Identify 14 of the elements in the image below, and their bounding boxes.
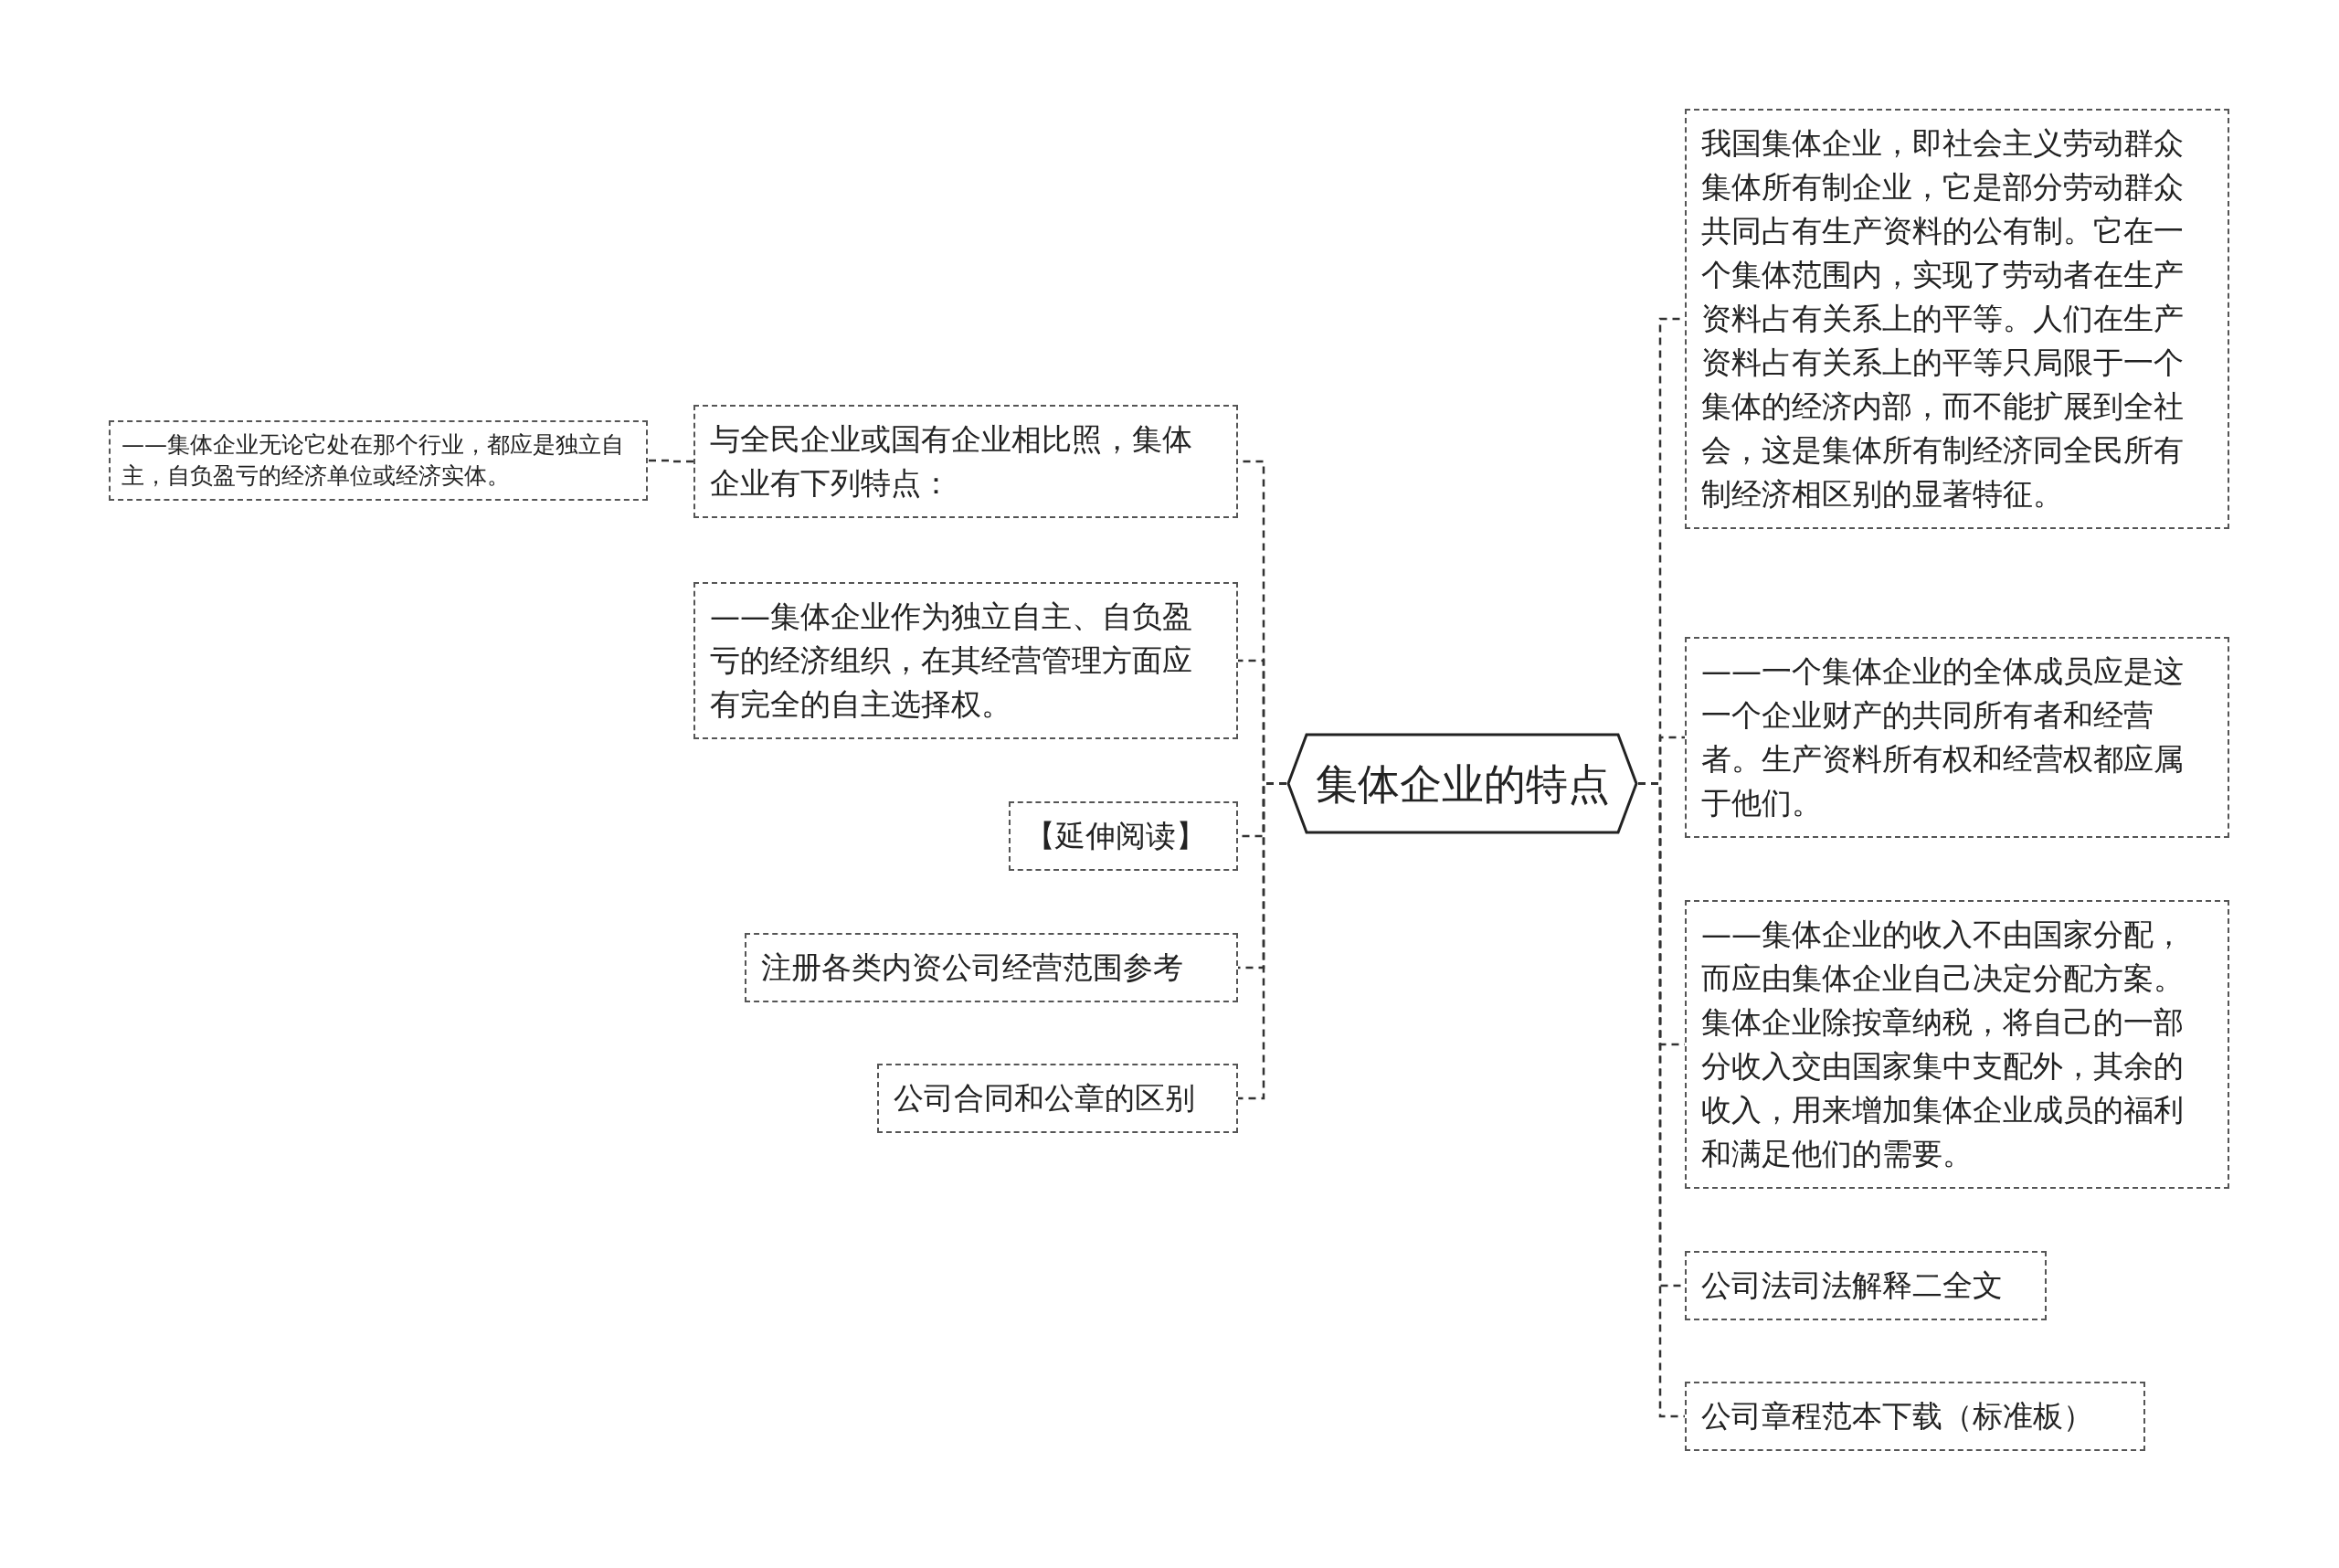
- topic-box: ——集体企业的收入不由国家分配，而应由集体企业自己决定分配方案。集体企业除按章纳税，将自己的一部分收入交由国家集中支配外，其余的收入，用来增加集体企业成员的福利和满足他们的需要。: [1685, 900, 2229, 1189]
- topic-box: ——集体企业无论它处在那个行业，都应是独立自主，自负盈亏的经济单位或经济实体。: [109, 420, 648, 501]
- topic-box: 注册各类内资公司经营范围参考: [745, 933, 1238, 1002]
- topic-box: 与全民企业或国有企业相比照，集体企业有下列特点：: [693, 405, 1238, 518]
- topic-box: 【延伸阅读】: [1009, 801, 1238, 871]
- connector-line: [648, 459, 693, 463]
- connector-line: [1238, 782, 1286, 1100]
- topic-box: 公司法司法解释二全文: [1685, 1251, 2047, 1320]
- topic-hexagon: 集体企业的特点: [1286, 733, 1638, 834]
- topic-box: 我国集体企业，即社会主义劳动群众集体所有制企业，它是部分劳动群众共同占有生产资料的公有制。它在一个集体范围内，实现了劳动者在生产资料占有关系上的平等。人们在生产资料占有关系上的平等只局限于一个集体的经济内部，而不能扩展到全社会，这是集体所有制经济同全民所有制经济相区别的显著特征。: [1685, 109, 2229, 529]
- topic-box: ——集体企业作为独立自主、自负盈亏的经济组织，在其经营管理方面应有完全的自主选择权。: [693, 582, 1238, 739]
- topic-box: ——一个集体企业的全体成员应是这一个企业财产的共同所有者和经营者。生产资料所有权和经营权都应属于他们。: [1685, 637, 2229, 838]
- topic-box: 公司章程范本下载（标准板）: [1685, 1382, 2145, 1451]
- topic-box: 公司合同和公章的区别: [877, 1064, 1238, 1133]
